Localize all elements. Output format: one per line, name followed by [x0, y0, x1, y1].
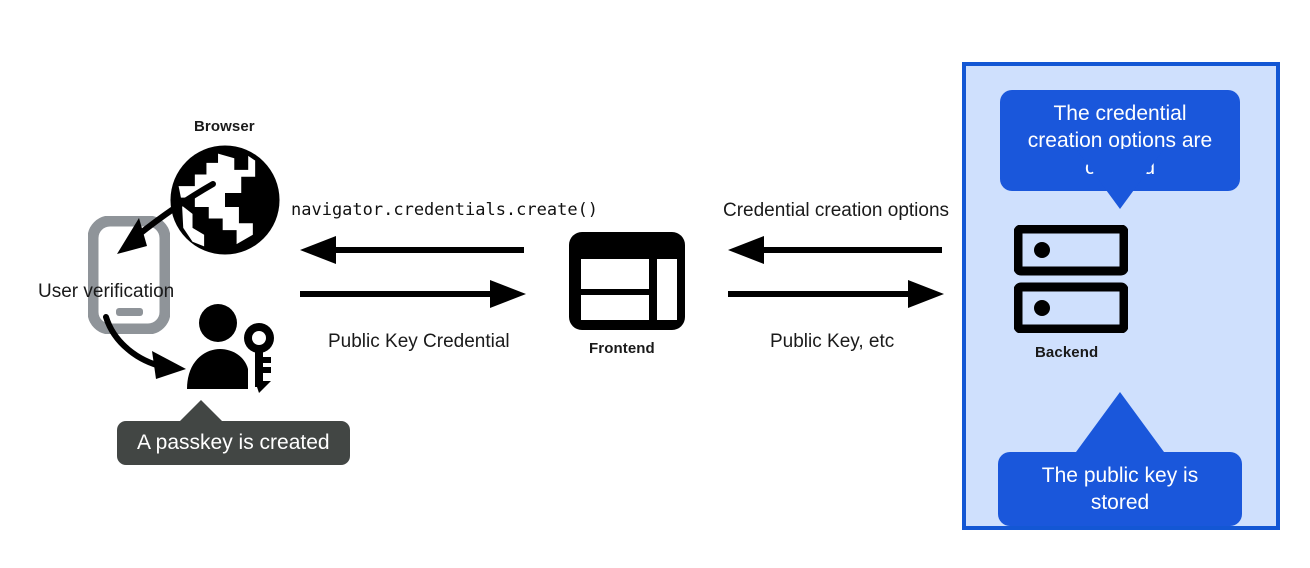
arrow-browser-to-frontend — [300, 280, 526, 308]
globe-icon — [167, 142, 283, 258]
user-key-icon — [185, 303, 280, 393]
phone-icon — [87, 215, 171, 335]
passkey-tooltip-tail — [179, 400, 223, 422]
browser-label: Browser — [194, 118, 255, 135]
backend-label: Backend — [1035, 344, 1099, 361]
public-key-stored-callout-tail — [1076, 392, 1164, 452]
user-verification-label: User verification — [38, 281, 175, 302]
arrow-frontend-to-browser — [300, 236, 526, 264]
navigator-create-label: navigator.credentials.create() — [291, 200, 599, 220]
server-rack-icon — [1013, 224, 1129, 334]
arrow-frontend-to-backend — [728, 280, 944, 308]
public-key-credential-label: Public Key Credential — [328, 331, 510, 352]
credential-options-created-callout: The credential creation options are crea… — [1000, 90, 1240, 191]
public-key-stored-callout: The public key is stored — [998, 452, 1242, 526]
credential-creation-options-label: Credential creation options — [723, 200, 950, 221]
frontend-label: Frontend — [589, 340, 655, 357]
arrow-phone-to-user — [100, 313, 210, 388]
dashboard-icon — [568, 231, 686, 331]
arrow-backend-to-frontend — [728, 236, 944, 264]
public-key-etc-label: Public Key, etc — [770, 331, 895, 352]
credential-options-callout-tail — [1076, 149, 1164, 209]
arrow-browser-to-phone — [95, 178, 220, 268]
passkey-created-tooltip: A passkey is created — [117, 421, 350, 465]
